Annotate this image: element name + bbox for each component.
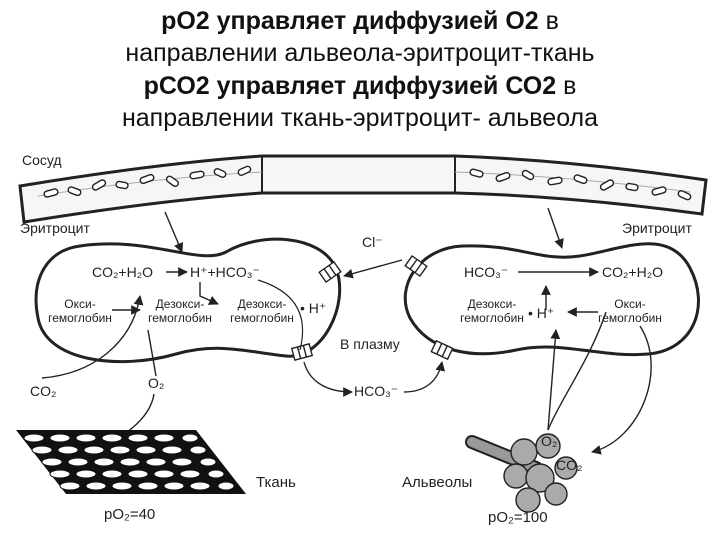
- hco3-out-arrow: [303, 361, 353, 397]
- left-ions: H⁺+HCO₃⁻: [190, 264, 260, 280]
- title-line-3-rest: в: [556, 72, 577, 100]
- title-line-2: направлении альвеола-эритроцит-ткань: [125, 39, 595, 67]
- right-oxy-line1: Окси-: [614, 297, 645, 311]
- left-rbc-membrane: [34, 237, 342, 364]
- title-line-1-rest: в: [538, 7, 559, 35]
- title-line-1: рО2 управляет диффузией О2 в: [0, 6, 720, 37]
- left-hco3-path: [257, 279, 304, 351]
- tissue-co2: CO₂: [30, 383, 56, 399]
- channel-cl-left: [318, 260, 342, 284]
- alveoli-label: Альвеолы: [402, 474, 472, 491]
- left-deoxy-b-line2: гемоглобин: [230, 311, 294, 325]
- vessel-label: Сосуд: [22, 152, 62, 168]
- title-line-1-bold: рО2 управляет диффузией О2: [161, 7, 539, 35]
- right-rbc-pointer-arrow: [547, 207, 564, 249]
- tissue-o2: O₂: [148, 375, 164, 391]
- co2-left-arrow-into-cell: [41, 295, 144, 379]
- alveoli-po2: pO₂=100: [488, 509, 548, 526]
- tissue-po2: pO₂=40: [104, 506, 155, 523]
- hco3-in-arrow: [403, 361, 446, 393]
- right-rbc-label: Эритроцит: [622, 220, 692, 236]
- vessel-red-blood-cells: [43, 165, 692, 201]
- right-deoxy-line1: Дезокси-: [468, 297, 517, 311]
- alveoli-co2: CO₂: [556, 457, 582, 473]
- right-reaction: CO₂+H₂O: [602, 264, 663, 280]
- left-deoxy-a-line1: Дезокси-: [156, 297, 205, 311]
- right-ions: HCO₃⁻: [464, 264, 508, 280]
- alveoli-o2: O₂: [541, 433, 557, 449]
- channel-hco3-left: [290, 343, 314, 361]
- co2-to-alveoli-arrow: [591, 325, 652, 455]
- to-plasma-label: В плазму: [340, 336, 400, 352]
- right-hplus: • H⁺: [528, 305, 554, 321]
- left-oxy-line1: Окси-: [64, 297, 95, 311]
- title-line-3-bold: рСО2 управляет диффузией СО2: [143, 72, 557, 100]
- o2-left-link: [147, 329, 157, 377]
- cl-shift-arrow: [343, 259, 403, 279]
- alveoli-cluster: [465, 433, 578, 513]
- o2-into-rbc-arrow: [547, 329, 561, 431]
- title-line-3: рСО2 управляет диффузией СО2 в: [0, 71, 720, 102]
- plasma-hco3: HCO₃⁻: [354, 383, 398, 399]
- left-hplus: • H⁺: [300, 300, 326, 316]
- tissue-label: Ткань: [256, 474, 296, 491]
- right-oxy-line2: гемоглобин: [598, 311, 662, 325]
- tissue-cells: [16, 430, 246, 494]
- left-deoxy-a-line2: гемоглобин: [148, 311, 212, 325]
- title-line-4: направлении ткань-эритроцит- альвеола: [121, 104, 599, 132]
- right-rbc-membrane: [403, 242, 700, 357]
- channel-cl-right: [404, 254, 428, 278]
- left-hplus-binding-arrow: [199, 282, 219, 305]
- left-rbc-label: Эритроцит: [20, 220, 90, 236]
- channel-hco3-right: [430, 339, 454, 361]
- left-reaction: CO₂+H₂O: [92, 264, 153, 280]
- right-deoxy-line2: гемоглобин: [460, 311, 524, 325]
- left-rbc-pointer-arrow: [164, 211, 184, 253]
- left-deoxy-b-line1: Дезокси-: [238, 297, 287, 311]
- left-oxy-line2: гемоглобин: [48, 311, 112, 325]
- plasma-cl: Cl⁻: [362, 234, 383, 250]
- o2-from-alveoli-link: [547, 311, 607, 431]
